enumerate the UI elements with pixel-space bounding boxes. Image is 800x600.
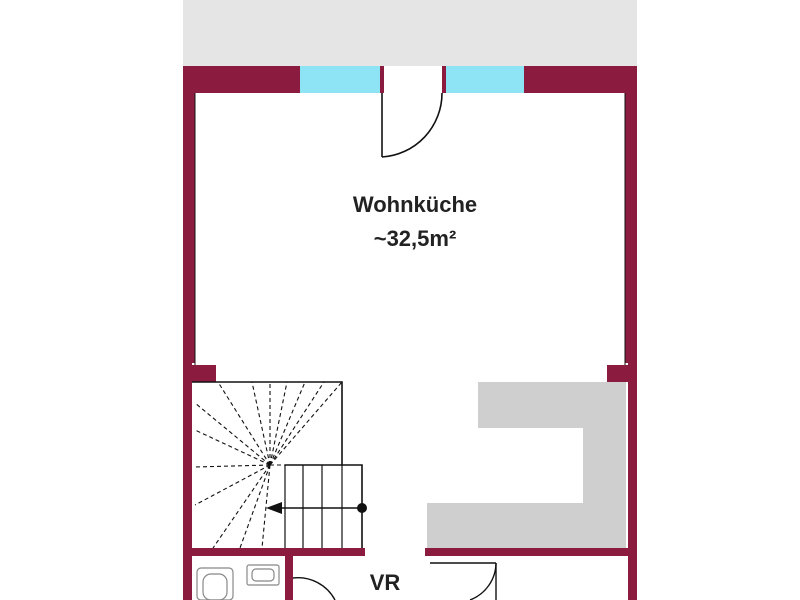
swing-door-top (381, 92, 443, 158)
room-area-label: ~32,5m² (373, 226, 457, 251)
swing-door-wc (292, 577, 336, 600)
top-wall (183, 66, 637, 93)
kitchen-counter (427, 382, 626, 548)
room-name-label: Wohnküche (352, 192, 478, 217)
hallway-label: VR (369, 570, 401, 595)
stair-treads-winder (194, 381, 343, 549)
swing-door-hallway (430, 562, 497, 600)
terrace-area (183, 0, 637, 66)
washbasin (246, 564, 280, 586)
left-wall (183, 66, 216, 600)
toilet (196, 567, 234, 600)
hallway-wall (192, 548, 628, 600)
stair-treads-straight (302, 465, 343, 548)
right-wall (607, 66, 637, 600)
window-right (446, 66, 524, 93)
window-left (300, 66, 380, 93)
direction-arrow (266, 502, 367, 514)
staircase (192, 381, 363, 549)
